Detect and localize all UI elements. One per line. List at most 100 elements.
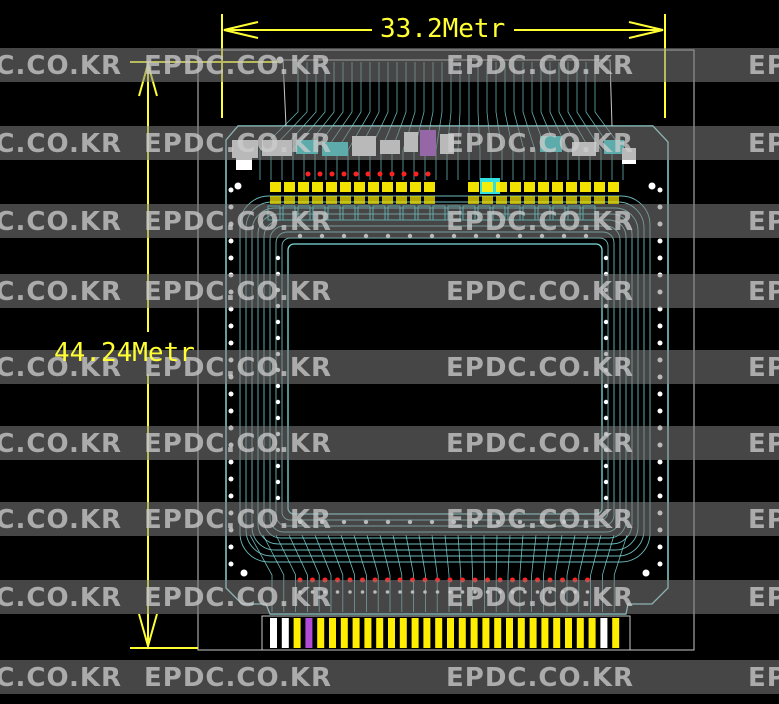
via <box>228 391 234 397</box>
test-point <box>341 171 347 177</box>
smd-pad <box>566 196 577 204</box>
via <box>657 544 663 550</box>
smd-pad <box>538 182 549 192</box>
gold-finger <box>494 618 502 648</box>
via <box>603 399 609 405</box>
smd-pad <box>524 196 535 204</box>
via <box>228 323 234 329</box>
smd-pad <box>410 182 421 192</box>
via <box>657 238 663 244</box>
test-point <box>377 171 383 177</box>
watermark-text: EPDC.CO.KR <box>446 429 635 459</box>
smd-pad <box>496 182 507 192</box>
watermark-text: EPDC.CO.KR <box>144 51 333 81</box>
smd-pad <box>594 196 605 204</box>
watermark-text: EPDC.CO.KR <box>748 663 779 693</box>
watermark-text: EPDC.CO.KR <box>144 277 333 307</box>
smd-pad <box>340 182 351 192</box>
gold-finger <box>352 618 360 648</box>
gold-finger <box>317 618 325 648</box>
via <box>228 561 234 567</box>
test-point <box>305 171 311 177</box>
gold-finger <box>482 618 490 648</box>
via <box>275 479 281 485</box>
gold-finger <box>541 618 549 648</box>
smd-pad <box>468 182 479 192</box>
smd-pad <box>270 196 281 204</box>
gold-finger <box>612 618 620 648</box>
test-point <box>413 171 419 177</box>
watermark-text: EPDC.CO.KR <box>446 505 635 535</box>
smd-pad <box>382 196 393 204</box>
gold-finger <box>553 618 561 648</box>
watermark-text: EPDC.CO.KR <box>748 429 779 459</box>
via <box>275 399 281 405</box>
smd-pad <box>580 196 591 204</box>
gold-finger <box>364 618 372 648</box>
smd-pad <box>524 182 535 192</box>
mounting-hole <box>240 569 248 577</box>
smd-pad <box>284 196 295 204</box>
smd-pad <box>354 196 365 204</box>
smd-pad <box>284 182 295 192</box>
smd-pad <box>608 182 619 192</box>
mounting-hole <box>642 569 650 577</box>
smd-pad <box>580 182 591 192</box>
watermark-text: EPDC.CO.KR <box>144 207 333 237</box>
via <box>228 238 234 244</box>
gold-finger <box>305 618 313 648</box>
gold-finger <box>600 618 608 648</box>
smd-pad <box>468 196 479 204</box>
smd-pad <box>354 182 365 192</box>
width-dimension <box>221 14 666 118</box>
smd-pad <box>298 182 309 192</box>
watermark-text: EPDC.CO.KR <box>446 353 635 383</box>
smd-pad <box>482 182 493 192</box>
smd-pad <box>298 196 309 204</box>
via <box>657 459 663 465</box>
watermark-text: EPDC.CO.KR <box>0 207 123 237</box>
test-point <box>389 171 395 177</box>
watermark-text: EPDC.CO.KR <box>0 663 123 693</box>
mounting-hole <box>648 182 656 190</box>
via <box>228 544 234 550</box>
watermark-text: EPDC.CO.KR <box>748 505 779 535</box>
gold-finger <box>506 618 513 648</box>
smd-pad <box>312 196 323 204</box>
width-dimension-label: 33.2Metr <box>380 14 506 44</box>
via <box>657 561 663 567</box>
gold-finger <box>458 618 466 648</box>
smd-pad <box>382 182 393 192</box>
gold-finger <box>388 618 395 648</box>
watermark-text: EPDC.CO.KR <box>446 663 635 693</box>
smd-pad <box>552 182 563 192</box>
via <box>657 323 663 329</box>
gold-finger <box>576 618 584 648</box>
smd-pad <box>538 196 549 204</box>
smd-pad <box>396 196 407 204</box>
via <box>603 479 609 485</box>
smd-pad <box>410 196 421 204</box>
via <box>228 340 234 346</box>
smd-pad <box>608 196 619 204</box>
mounting-hole <box>234 182 242 190</box>
watermark-text: EPDC.CO.KR <box>144 129 333 159</box>
watermark-text: EPDC.CO.KR <box>446 277 635 307</box>
via <box>228 493 234 499</box>
height-dimension-label: 44.24Metr <box>54 338 195 368</box>
via <box>603 415 609 421</box>
gold-finger <box>411 618 419 648</box>
smd-pad <box>312 182 323 192</box>
smd-pad <box>424 182 435 192</box>
gold-finger-connector <box>261 615 631 651</box>
watermark-text: EPDC.CO.KR <box>446 207 635 237</box>
smd-pad <box>566 182 577 192</box>
watermark-text: EPDC.CO.KR <box>748 129 779 159</box>
